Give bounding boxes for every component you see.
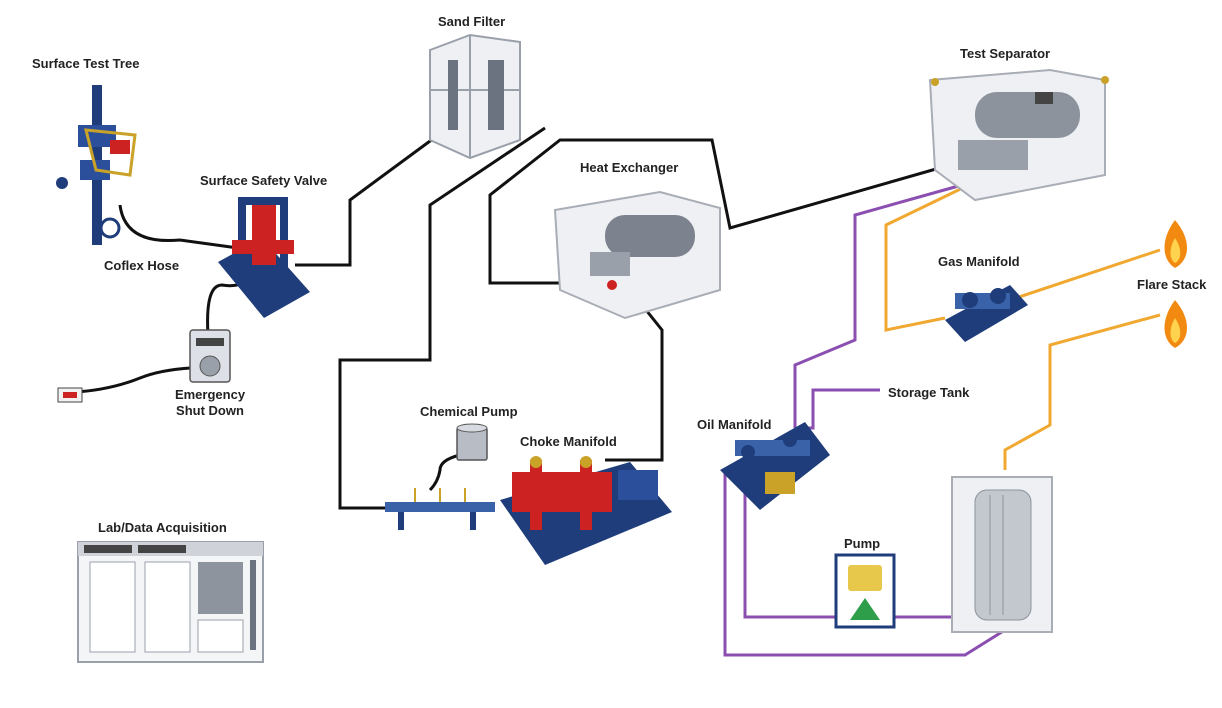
lab-data-acquisition-label: Lab/Data Acquisition — [98, 520, 227, 535]
sand-filter-label: Sand Filter — [438, 14, 506, 29]
process-lines — [74, 126, 951, 510]
sand-filter-to-choke-line — [338, 126, 546, 510]
lab-data-acquisition-icon — [77, 541, 264, 663]
heat-exchanger-icon — [553, 190, 721, 320]
flare-flame-icon — [1164, 300, 1188, 348]
flare-flame-icon — [1164, 220, 1188, 268]
shutdown-panel-icon — [57, 387, 83, 403]
test-separator-icon — [928, 68, 1109, 202]
chemical-pump-line — [428, 453, 461, 492]
separator-to-oil-manifold-line — [793, 183, 963, 428]
oil-manifold-label: Oil Manifold — [697, 417, 772, 432]
esd-to-panel-line — [74, 366, 191, 394]
injection-manifold-icon — [385, 488, 495, 530]
coflex-hose-line — [118, 204, 239, 250]
coflex-hose-label: Coflex Hose — [104, 258, 180, 273]
test-separator-label: Test Separator — [960, 46, 1051, 61]
oil-manifold-to-pump-line — [743, 480, 850, 619]
oil-manifold-to-storage-line — [800, 388, 880, 430]
separator-to-gas-manifold-line — [884, 180, 976, 332]
pump-label: Pump — [844, 536, 881, 551]
surface-test-tree-label: Surface Test Tree — [32, 56, 140, 71]
heat-exchanger-label: Heat Exchanger — [580, 160, 679, 175]
surface-safety-valve-label: Surface Safety Valve — [200, 173, 328, 188]
chemical-pump-icon — [456, 423, 488, 461]
tank-return-line — [723, 470, 1006, 657]
chemical-pump-label: Chemical Pump — [420, 404, 518, 419]
oil-manifold-icon — [720, 422, 830, 510]
sand-filter-icon — [429, 33, 521, 160]
pump-icon — [834, 553, 896, 629]
gas-lines — [884, 180, 1161, 470]
emergency-shut-down-label: Emergency Shut Down — [170, 387, 250, 419]
heat-exchanger-bypass-line — [488, 138, 951, 285]
flare-stack-label: Flare Stack — [1137, 277, 1207, 292]
storage-tank-icon — [951, 476, 1053, 633]
choke-manifold-label: Choke Manifold — [520, 434, 617, 449]
choke-manifold-icon — [500, 456, 672, 565]
surface-test-tree-icon — [56, 85, 137, 245]
tank-to-flare-line — [1003, 313, 1161, 470]
storage-tank-label: Storage Tank — [888, 385, 970, 400]
emergency-label-line2: Shut Down — [176, 403, 244, 418]
gas-manifold-icon — [945, 285, 1028, 342]
emergency-label-line1: Emergency — [174, 387, 246, 402]
gas-manifold-label: Gas Manifold — [938, 254, 1020, 269]
gas-manifold-to-flare-line — [1009, 248, 1161, 302]
emergency-shut-down-icon — [189, 329, 231, 383]
surface-safety-valve-icon — [218, 197, 310, 318]
ssv-to-sand-filter-line — [295, 128, 446, 267]
